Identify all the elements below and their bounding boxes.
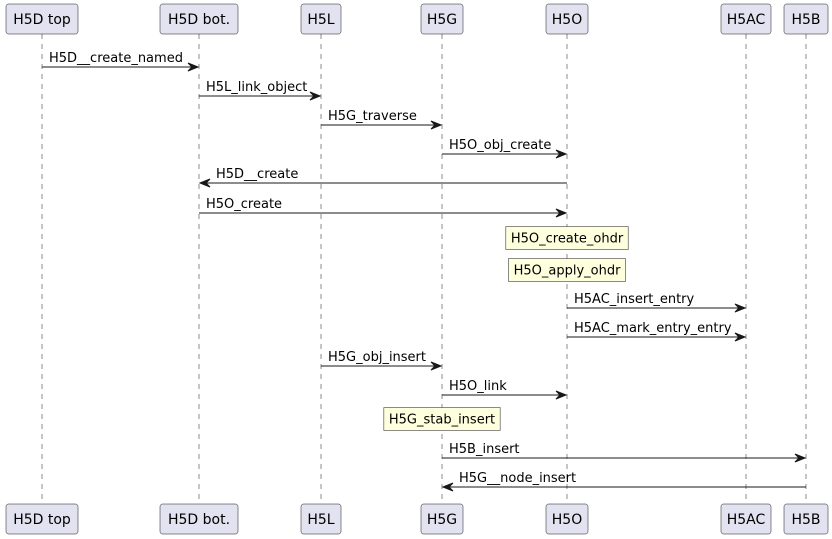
message-label: H5D__create_named <box>49 51 183 66</box>
message-label: H5L_link_object <box>206 80 307 95</box>
participant-box <box>300 3 342 35</box>
message-label: H5O_link <box>449 379 507 394</box>
message-arrow: H5AC_mark_entry_entry <box>567 321 747 342</box>
participant-box <box>420 3 464 35</box>
participant-h5l-top: H5L <box>300 3 342 35</box>
note: H5G_stab_insert <box>383 407 501 431</box>
note: H5O_create_ohdr <box>505 226 629 250</box>
arrowhead <box>309 91 322 101</box>
participant-h5ac-bottom: H5AC <box>720 503 772 535</box>
message-label: H5O_obj_create <box>449 138 551 153</box>
participant-h5d-top-bottom: H5D top <box>5 503 79 535</box>
arrowhead <box>430 361 443 371</box>
participant-box <box>420 503 464 535</box>
participant-box <box>5 503 79 535</box>
arrowhead <box>555 208 568 218</box>
participant-h5d-bot-bottom: H5D bot. <box>159 503 239 535</box>
note: H5O_apply_ohdr <box>508 258 626 282</box>
participant-h5b-bottom: H5B <box>783 503 829 535</box>
note-box <box>508 258 626 282</box>
arrowhead <box>187 62 200 72</box>
participant-label: H5AC <box>727 12 766 28</box>
participant-h5d-top-top: H5D top <box>5 3 79 35</box>
participant-h5g-bottom: H5G <box>420 503 464 535</box>
message-label: H5G_traverse <box>328 109 417 124</box>
participant-label: H5B <box>791 12 820 28</box>
arrowhead <box>734 332 747 342</box>
participant-box <box>783 503 829 535</box>
message-arrow: H5O_create <box>199 197 568 218</box>
participant-h5d-bot-top: H5D bot. <box>159 3 239 35</box>
participant-h5o-top: H5O <box>545 3 589 35</box>
participant-label: H5G <box>427 512 457 528</box>
participant-label: H5D bot. <box>168 12 230 28</box>
participant-h5l-bottom: H5L <box>300 503 342 535</box>
participant-h5g-top: H5G <box>420 3 464 35</box>
participant-label: H5AC <box>727 512 766 528</box>
message-arrow: H5D__create_named <box>42 51 200 72</box>
participant-h5ac-top: H5AC <box>720 3 772 35</box>
participant-h5b-top: H5B <box>783 3 829 35</box>
arrowhead <box>198 178 211 188</box>
participant-label: H5D bot. <box>168 512 230 528</box>
participant-label: H5O <box>552 12 582 28</box>
participant-box <box>720 503 772 535</box>
arrowhead <box>555 149 568 159</box>
participant-box <box>159 3 239 35</box>
message-arrow: H5G_traverse <box>321 109 443 130</box>
note-box <box>505 226 629 250</box>
arrowhead <box>555 390 568 400</box>
message-arrow: H5L_link_object <box>199 80 322 101</box>
participant-label: H5D top <box>13 512 71 528</box>
message-arrow: H5O_link <box>442 379 568 400</box>
participant-box <box>159 503 239 535</box>
arrowhead <box>430 120 443 130</box>
message-label: H5G_obj_insert <box>328 350 426 365</box>
participant-box <box>545 3 589 35</box>
note-box <box>383 407 501 431</box>
message-label: H5AC_insert_entry <box>574 292 695 307</box>
participant-box <box>545 503 589 535</box>
message-arrow: H5G__node_insert <box>441 471 806 492</box>
message-label: H5O_create <box>206 197 282 212</box>
participant-label: H5L <box>307 12 334 28</box>
participant-h5o-bottom: H5O <box>545 503 589 535</box>
participant-label: H5B <box>791 512 820 528</box>
message-label: H5D__create <box>216 167 298 182</box>
arrowhead <box>734 303 747 313</box>
participant-box <box>300 503 342 535</box>
participant-box <box>5 3 79 35</box>
message-arrow: H5D__create <box>198 167 567 188</box>
arrowhead <box>794 453 807 463</box>
message-arrow: H5O_obj_create <box>442 138 568 159</box>
message-arrow: H5B_insert <box>442 442 807 463</box>
message-label: H5G__node_insert <box>459 471 576 486</box>
message-arrow: H5G_obj_insert <box>321 350 443 371</box>
arrowhead <box>441 482 454 492</box>
note-label: H5O_create_ohdr <box>511 232 624 247</box>
participant-box <box>783 3 829 35</box>
message-label: H5AC_mark_entry_entry <box>574 321 732 336</box>
participant-label: H5D top <box>13 12 71 28</box>
message-label: H5B_insert <box>449 442 520 457</box>
participant-label: H5L <box>307 512 334 528</box>
note-label: H5O_apply_ohdr <box>514 264 621 279</box>
message-arrow: H5AC_insert_entry <box>567 292 747 313</box>
participant-label: H5O <box>552 512 582 528</box>
participant-label: H5G <box>427 12 457 28</box>
note-label: H5G_stab_insert <box>389 413 495 428</box>
participant-box <box>720 3 772 35</box>
